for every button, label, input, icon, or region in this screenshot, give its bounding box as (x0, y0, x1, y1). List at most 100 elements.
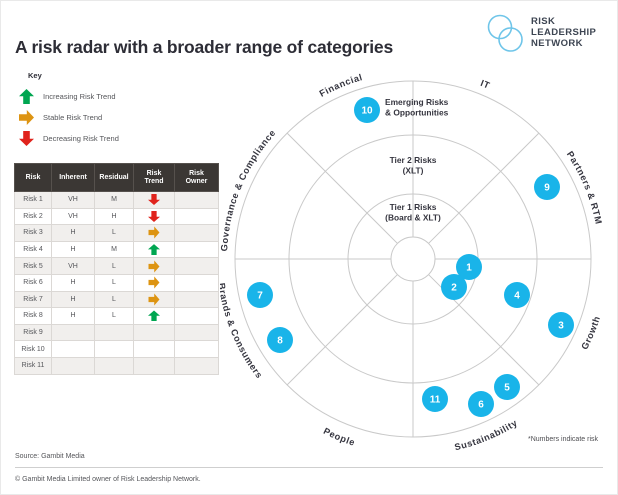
cell-owner (174, 340, 219, 358)
risk-bubble-number: 6 (478, 400, 484, 411)
cell-owner (174, 240, 219, 259)
cell-trend (133, 290, 175, 309)
cell-residual: L (94, 257, 134, 275)
column-header: Risk (14, 163, 52, 192)
cell-residual: M (94, 191, 134, 209)
radar-spoke (286, 274, 398, 386)
risk-bubble-circle (504, 282, 530, 308)
cell-inherent: VH (51, 257, 95, 275)
cell-inherent: H (51, 273, 95, 292)
table-row: Risk 9 (14, 323, 219, 342)
cell-trend (133, 273, 175, 292)
logo-wordmark: RISK LEADERSHIP NETWORK (531, 12, 596, 49)
ring-label: (XLT) (403, 166, 424, 176)
cell-trend (133, 240, 175, 259)
risk-bubble-circle (441, 274, 467, 300)
cell-risk: Risk 7 (14, 290, 52, 309)
sector-label-text: Growth (579, 315, 601, 351)
risk-bubble-circle (267, 327, 293, 353)
key-item-label: Stable Risk Trend (43, 113, 103, 122)
cell-risk: Risk 1 (14, 191, 52, 209)
cell-risk: Risk 10 (14, 340, 52, 358)
risk-leadership-network-logo: RISK LEADERSHIP NETWORK (486, 12, 596, 56)
risk-bubble-5: 5 (494, 374, 520, 400)
cell-risk: Risk 5 (14, 257, 52, 275)
footer-divider (15, 467, 603, 468)
trend-down-icon (148, 211, 160, 222)
cell-residual (94, 323, 134, 342)
cell-risk: Risk 11 (14, 356, 52, 375)
cell-owner (174, 290, 219, 309)
trend-up-icon (19, 89, 34, 104)
sector-label-it: IT (479, 78, 492, 91)
cell-risk: Risk 9 (14, 323, 52, 342)
risk-bubble-circle (422, 386, 448, 412)
cell-trend (133, 307, 175, 325)
risk-bubble-number: 5 (504, 383, 510, 394)
trend-right-icon (149, 227, 160, 239)
sector-label-growth: Growth (579, 315, 602, 351)
ring-label: Tier 2 Risks (390, 155, 437, 165)
column-header: Residual (94, 163, 134, 192)
sector-label-sustainability: Sustainability (454, 417, 520, 452)
sector-label-financial: Financial (318, 72, 364, 99)
sector-label-text: Sustainability (454, 417, 519, 452)
key-item: Stable Risk Trend (19, 110, 119, 125)
cell-inherent: VH (51, 191, 95, 209)
ring-label: Emerging Risks (385, 97, 449, 107)
logo-line-leadership: LEADERSHIP (531, 27, 597, 38)
copyright-note: © Gambit Media Limited owner of Risk Lea… (15, 476, 201, 483)
key-item-label: Decreasing Risk Trend (43, 134, 119, 143)
logo-circles-icon (487, 14, 523, 52)
risk-bubble-7: 7 (247, 282, 273, 308)
risk-bubble-2: 2 (441, 274, 467, 300)
trend-right-icon (149, 260, 160, 272)
cell-trend (133, 340, 175, 358)
risk-bubble-number: 4 (514, 291, 520, 302)
cell-owner (174, 356, 219, 375)
risk-bubble-number: 7 (257, 291, 263, 302)
risk-bubble-1: 1 (456, 254, 482, 280)
risk-bubble-11: 11 (422, 386, 448, 412)
cell-residual: L (94, 290, 134, 309)
radar-ring (390, 236, 436, 282)
risk-bubble-6: 6 (468, 391, 494, 417)
risk-bubble-circle (468, 391, 494, 417)
cell-risk: Risk 3 (14, 224, 52, 242)
risk-bubble-number: 10 (361, 106, 373, 117)
cell-residual: H (94, 207, 134, 226)
table-row: Risk 11 (14, 356, 219, 375)
cell-risk: Risk 8 (14, 307, 52, 325)
cell-trend (133, 191, 175, 209)
cell-trend (133, 323, 175, 342)
footnote: *Numbers indicate risk (527, 436, 598, 443)
cell-inherent: H (51, 224, 95, 242)
key-item: Increasing Risk Trend (19, 89, 119, 104)
risk-bubble-circle (456, 254, 482, 280)
trend-up-icon (148, 310, 160, 322)
cell-residual: L (94, 307, 134, 325)
cell-trend (133, 224, 175, 242)
cell-residual: M (94, 240, 134, 259)
cell-trend (133, 207, 175, 226)
risk-bubble-circle (354, 97, 380, 123)
cell-inherent: VH (51, 207, 95, 226)
risk-bubble-8: 8 (267, 327, 293, 353)
risk-bubble-10: 10 (354, 97, 380, 123)
ring-label: Tier 1 Risks (390, 202, 437, 212)
trend-right-icon (149, 277, 160, 289)
trend-down-icon (148, 194, 160, 205)
sector-label-partners-rtm: Partners & RTM (565, 149, 604, 225)
ring-label: (Board & XLT) (385, 213, 441, 223)
trend-down-icon (19, 131, 34, 146)
cell-inherent (51, 323, 95, 342)
